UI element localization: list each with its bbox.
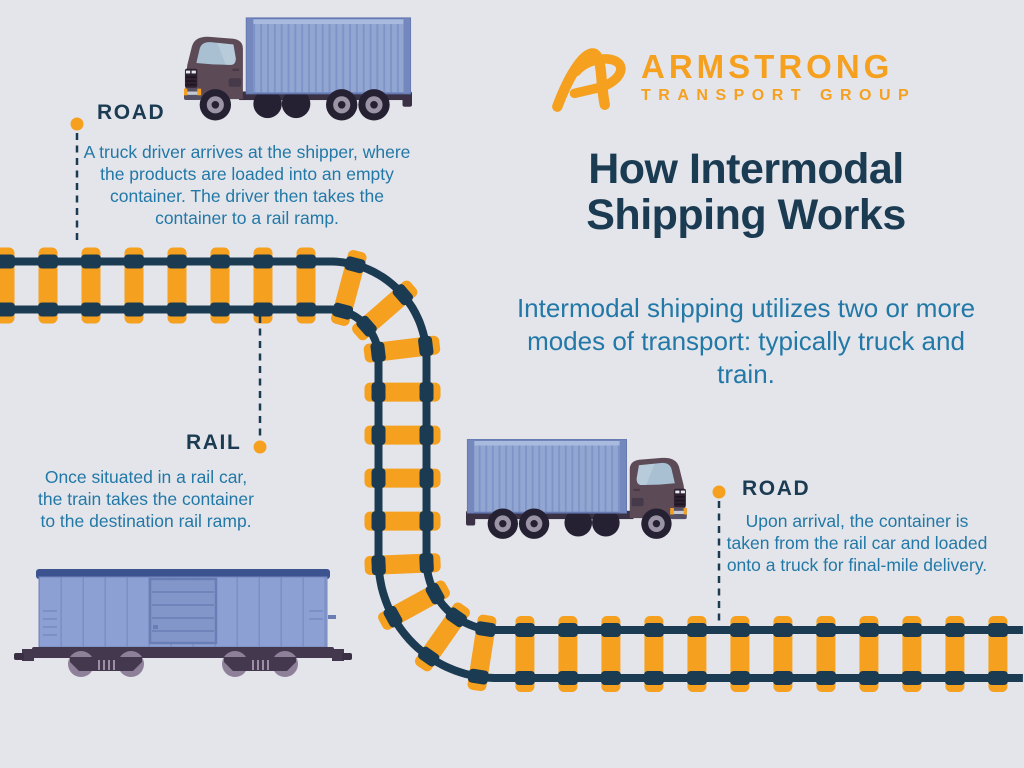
- rail-boxcar: [14, 569, 352, 677]
- step-label-road-1: ROAD: [97, 101, 166, 124]
- step-text-rail: Once situated in a rail car, the train t…: [38, 467, 254, 531]
- container-truck-middle: [466, 440, 687, 539]
- step-marker-dot: [253, 440, 267, 454]
- step-label-road-2: ROAD: [742, 477, 811, 500]
- logo-word-transport-group: TRANSPORT GROUP: [641, 87, 917, 104]
- armstrong-logo: ARMSTRONG TRANSPORT GROUP: [533, 42, 983, 122]
- step-text-road-1: A truck driver arrives at the shipper, w…: [83, 142, 411, 228]
- armstrong-a-mark-icon: [552, 48, 626, 112]
- logo-word-armstrong: ARMSTRONG: [641, 48, 894, 85]
- page-title: How Intermodal Shipping Works: [586, 145, 906, 239]
- step-marker-dot: [70, 117, 84, 131]
- step-marker-dot: [712, 485, 726, 499]
- step-text-road-2: Upon arrival, the container is taken fro…: [726, 511, 988, 575]
- page-subtitle: Intermodal shipping utilizes two or more…: [516, 293, 976, 389]
- step-label-rail: RAIL: [186, 431, 242, 454]
- railroad-track: [0, 247, 1023, 692]
- container-truck-top-left: [184, 18, 412, 120]
- logo-wordmark: ARMSTRONG TRANSPORT GROUP: [641, 50, 983, 105]
- vehicle-illustrations: [14, 18, 687, 677]
- connector-lines-and-dots: [70, 117, 726, 622]
